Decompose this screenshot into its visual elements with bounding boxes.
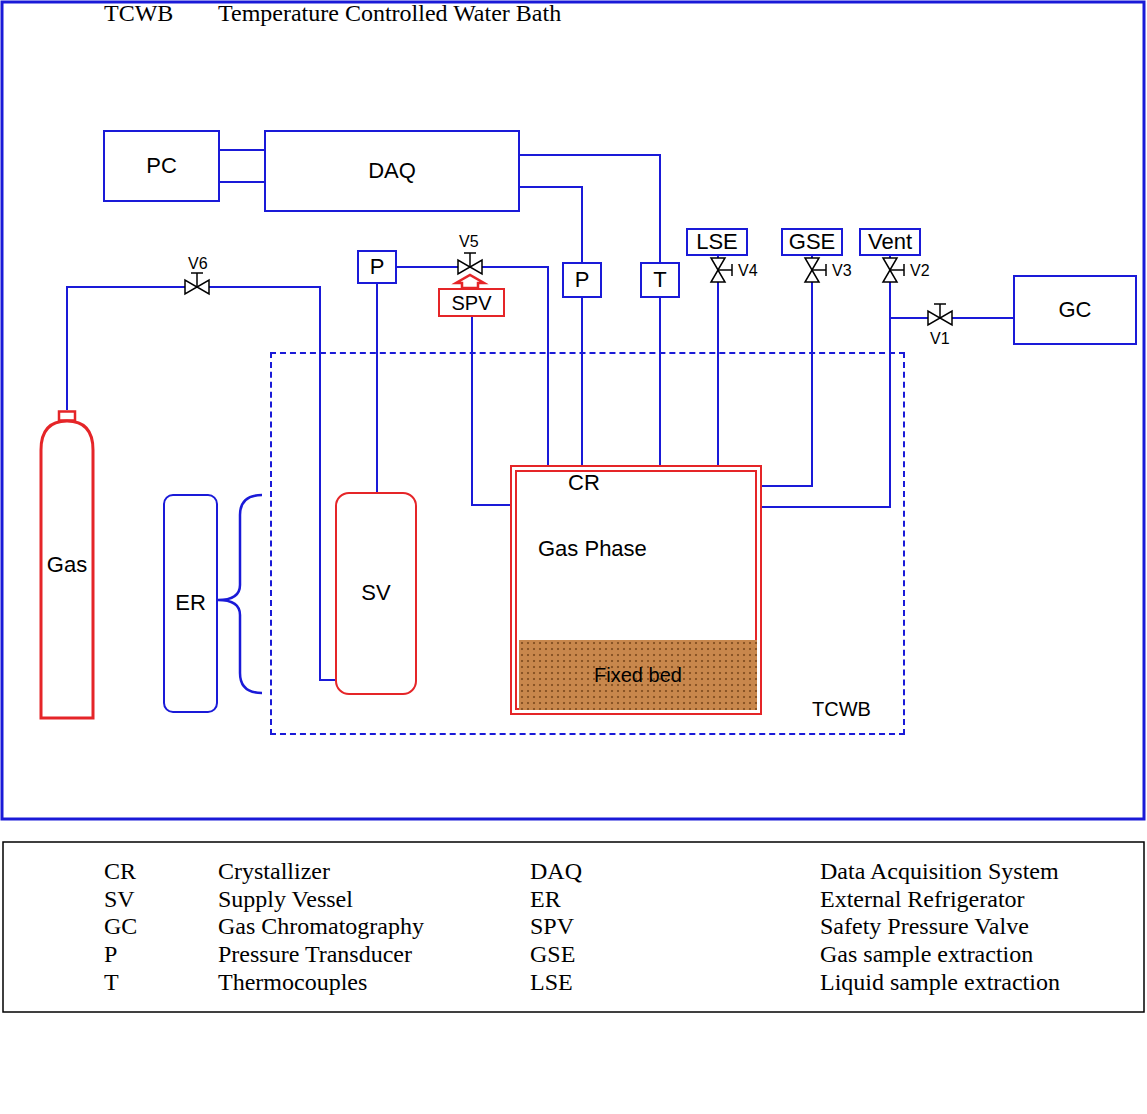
node-text: SPV — [451, 292, 491, 314]
pipe-line — [659, 298, 661, 465]
legend-table-border — [3, 842, 1144, 1012]
sample-port-box: LSE — [686, 228, 748, 256]
node-text: GC — [1059, 298, 1092, 322]
legend-abbreviation: ER — [530, 886, 561, 912]
valve-label: V3 — [832, 262, 852, 280]
node-text: PC — [146, 154, 177, 178]
gc-box: GC — [1013, 275, 1137, 345]
pipe-line — [717, 256, 719, 465]
valve-symbol — [805, 258, 826, 282]
valve-label: V6 — [188, 255, 208, 273]
legend-abbreviation: GC — [104, 913, 137, 939]
daq-box: DAQ — [264, 130, 520, 212]
legend-definition: Safety Pressure Valve — [820, 913, 1029, 939]
legend-definition: Temperature Controlled Water Bath — [218, 0, 561, 26]
valve-label: V5 — [459, 233, 479, 251]
legend-abbreviation: SPV — [530, 913, 574, 939]
pipe-line — [520, 187, 582, 262]
node-text: Fixed bed — [594, 664, 682, 686]
valve-label: V2 — [910, 262, 930, 280]
crystallizer-vessel: Fixed bed CR Gas Phase — [510, 465, 762, 715]
valve-symbol — [458, 253, 482, 274]
legend-definition: Thermocouples — [218, 969, 367, 995]
legend-abbreviation: P — [104, 941, 117, 967]
legend-definition: External Refrigerator — [820, 886, 1025, 912]
legend-abbreviation: LSE — [530, 969, 573, 995]
refrigerator-bracket — [218, 495, 262, 693]
node-text: Gas Phase — [538, 537, 647, 561]
legend-abbreviation: DAQ — [530, 858, 582, 884]
legend-definition: Crystallizer — [218, 858, 330, 884]
cylinder-neck — [59, 412, 75, 421]
valve-symbol — [883, 258, 904, 282]
cylinder-body — [41, 421, 93, 718]
pipe-line — [472, 317, 510, 505]
vent-box: Vent — [859, 228, 921, 256]
supply-vessel: SV — [335, 492, 417, 695]
node-text: CR — [568, 471, 600, 495]
valve-label: V1 — [930, 330, 950, 348]
pipe-line — [220, 149, 264, 151]
valve-label: V4 — [738, 262, 758, 280]
pipe-line — [762, 318, 1013, 507]
safety-valve-box: SPV — [438, 288, 505, 317]
relief-arrow — [456, 275, 484, 288]
pipe-line — [520, 155, 660, 262]
pressure-transducer: P — [562, 262, 602, 298]
legend-definition: Gas Chromatography — [218, 913, 424, 939]
legend-abbreviation: GSE — [530, 941, 575, 967]
legend-abbreviation: CR — [104, 858, 136, 884]
legend-abbreviation: SV — [104, 886, 135, 912]
node-text: P — [370, 255, 385, 279]
refrigerator-box: ER — [163, 494, 218, 713]
valve-symbol — [185, 273, 209, 294]
node-text: ER — [175, 591, 206, 615]
node-text: Vent — [868, 230, 912, 254]
legend-definition: Supply Vessel — [218, 886, 353, 912]
fixed-bed: Fixed bed — [519, 640, 757, 710]
node-text: DAQ — [368, 159, 416, 183]
node-text: Gas — [47, 553, 87, 577]
node-text: SV — [361, 581, 390, 605]
legend-definition: Data Acquisition System — [820, 858, 1059, 884]
node-text: TCWB — [812, 698, 871, 720]
pressure-transducer: P — [357, 250, 397, 284]
pipe-line — [762, 256, 812, 486]
node-text: T — [653, 268, 666, 292]
legend-abbreviation: TCWB — [104, 0, 173, 26]
computer-box: PC — [103, 130, 220, 202]
legend-definition: Liquid sample extraction — [820, 969, 1060, 995]
outer-frame — [2, 2, 1144, 819]
legend-abbreviation: T — [104, 969, 119, 995]
pipe-line — [762, 256, 890, 507]
pipe-line — [376, 284, 378, 492]
valve-symbol — [928, 304, 952, 325]
water-bath-region: SV Fixed bed CR Gas PhaseTCWB — [270, 352, 905, 735]
node-text: GSE — [789, 230, 835, 254]
legend-definition: Gas sample extraction — [820, 941, 1033, 967]
node-text: LSE — [696, 230, 738, 254]
sample-port-box: GSE — [781, 228, 843, 256]
node-text: P — [575, 268, 590, 292]
pipe-line — [581, 298, 583, 465]
valve-symbol — [711, 258, 732, 282]
pipe-line — [220, 181, 264, 183]
gas-cylinder: Gas — [37, 410, 97, 720]
thermocouple-box: T — [640, 262, 680, 298]
legend-definition: Pressure Transducer — [218, 941, 412, 967]
